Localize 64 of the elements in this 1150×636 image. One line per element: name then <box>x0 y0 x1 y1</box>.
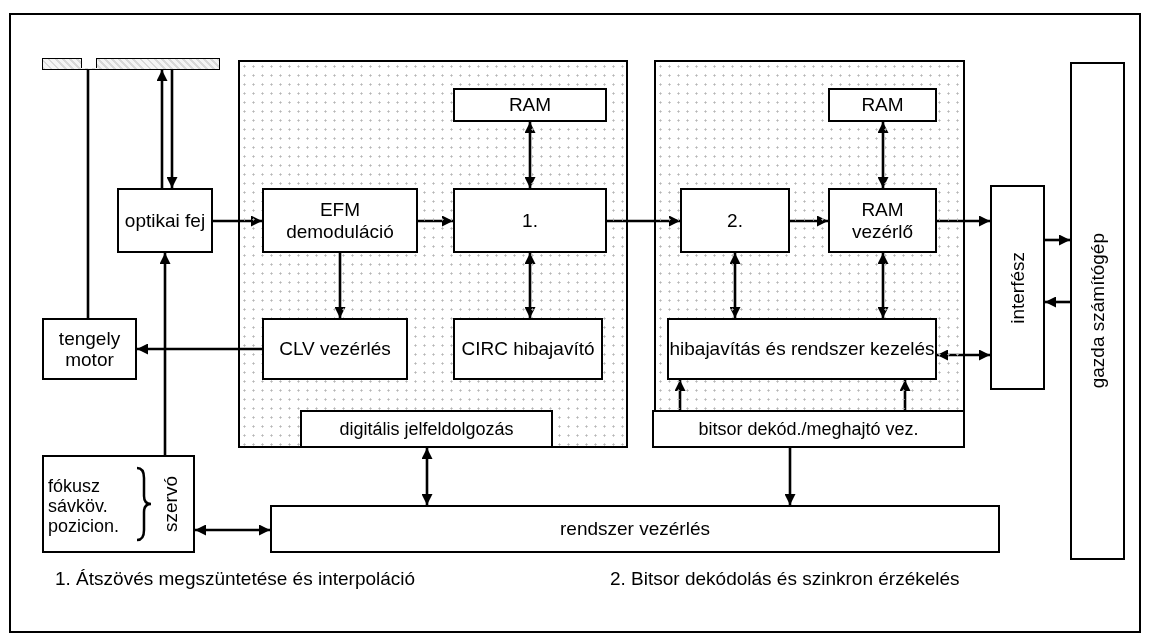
group-panel <box>654 60 965 448</box>
arrow <box>784 448 796 505</box>
host-computer-block <box>1070 62 1125 560</box>
arrow <box>790 215 828 227</box>
box-label: interfész <box>1006 251 1029 324</box>
process-box <box>117 188 213 253</box>
arrow <box>674 380 686 410</box>
process-box <box>42 318 137 380</box>
box-label: fókusz sávköv. pozicion. <box>47 474 121 537</box>
arrow <box>1045 234 1070 246</box>
arrow <box>937 215 990 227</box>
box-label: CIRC hibajavító <box>461 338 595 360</box>
process-box <box>453 88 607 122</box>
arrow <box>877 253 889 318</box>
box-label: optikai fej <box>124 209 206 232</box>
process-box <box>300 410 553 448</box>
arrow <box>1045 296 1070 308</box>
footnote: 1. Átszövés megszüntetése és interpoláció <box>55 568 416 590</box>
process-box <box>680 188 790 253</box>
arrow <box>524 253 536 318</box>
box-label: RAM <box>508 94 552 116</box>
box-label: 1. <box>522 209 538 232</box>
box-label: 2. <box>727 209 743 232</box>
arrow <box>524 122 536 188</box>
disc-bar <box>42 58 220 70</box>
box-label: digitális jelfeldolgozás <box>339 418 514 440</box>
arrow <box>159 253 171 455</box>
box-label: szervó <box>160 476 182 532</box>
arrow <box>421 448 433 505</box>
connector-line <box>86 70 90 318</box>
box-label: rendszer vezérlés <box>560 518 710 540</box>
interface-block <box>990 185 1045 390</box>
group-panel <box>238 60 628 448</box>
box-label: CLV vezérlés <box>279 338 391 360</box>
process-box <box>652 410 965 448</box>
arrow <box>195 524 270 536</box>
arrow <box>156 70 168 188</box>
arrow <box>729 253 741 318</box>
box-label: RAM <box>861 94 904 116</box>
arrow <box>137 343 262 355</box>
arrow <box>937 349 990 361</box>
process-box <box>262 188 418 253</box>
arrow <box>166 70 178 188</box>
arrow <box>899 380 911 410</box>
box-label: RAM vezérlő <box>850 199 915 242</box>
footnote: 2. Bitsor dekódolás és szinkron érzékelés <box>610 568 960 590</box>
process-box <box>828 88 937 122</box>
arrow <box>213 215 262 227</box>
arrow <box>607 215 680 227</box>
arrow <box>334 253 346 318</box>
box-label: EFM demoduláció <box>285 199 395 242</box>
process-box <box>667 318 937 380</box>
process-box <box>270 505 1000 553</box>
box-label: bitsor dekód./meghajtó vez. <box>698 418 919 440</box>
arrow <box>418 215 453 227</box>
arrow <box>877 122 889 188</box>
box-label: tengely motor <box>57 327 122 371</box>
process-box <box>262 318 408 380</box>
box-label: gazda számítógép <box>1086 233 1109 389</box>
process-box <box>828 188 937 253</box>
process-box <box>42 455 195 553</box>
process-box <box>453 188 607 253</box>
process-box <box>453 318 603 380</box>
box-label: hibajavítás és rendszer kezelés <box>669 338 935 360</box>
